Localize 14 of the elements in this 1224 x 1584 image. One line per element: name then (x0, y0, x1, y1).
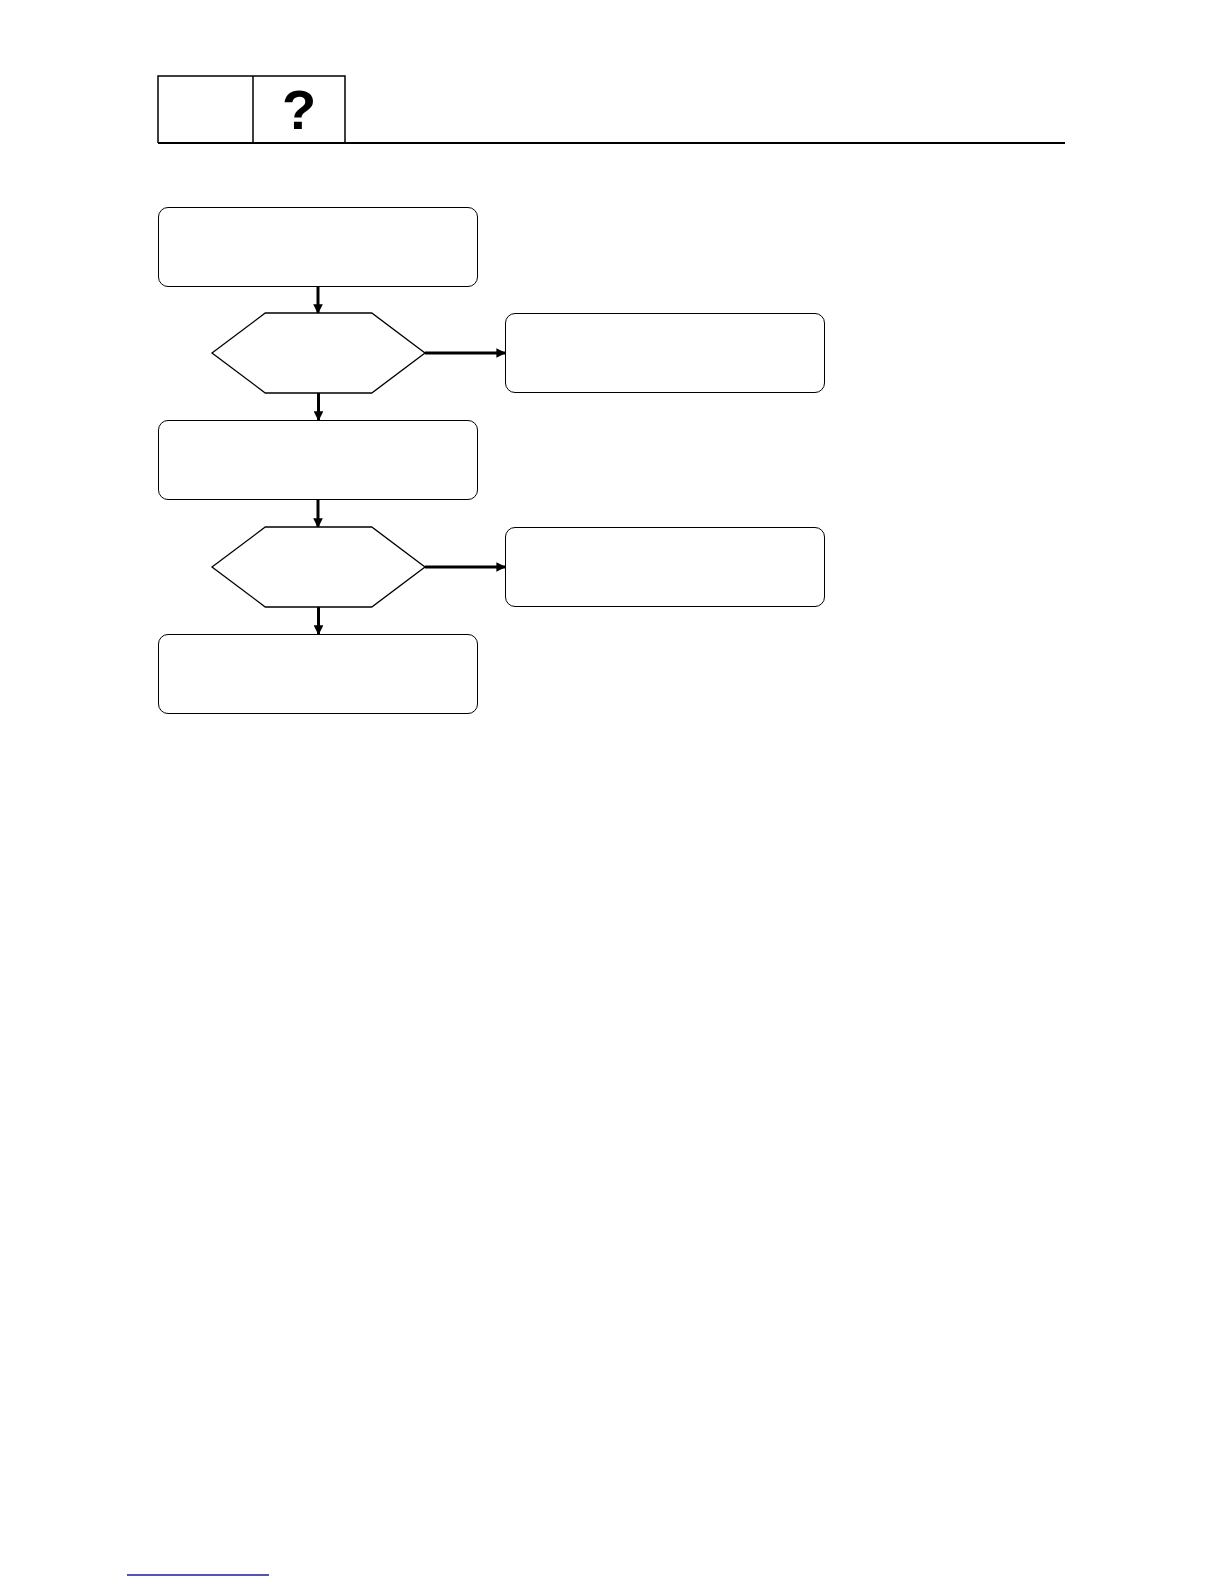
process-box (158, 420, 478, 500)
arrow (313, 607, 324, 635)
process-box (505, 313, 825, 393)
question-mark: ? (280, 77, 318, 143)
decision-hexagon (212, 527, 425, 607)
arrow (313, 393, 324, 421)
decision-hexagon (212, 313, 425, 393)
process-box (505, 527, 825, 607)
arrow (425, 348, 506, 358)
arrow (425, 562, 506, 572)
arrow (313, 287, 323, 314)
process-box (158, 634, 478, 714)
arrow (313, 500, 323, 528)
process-box (158, 207, 478, 287)
